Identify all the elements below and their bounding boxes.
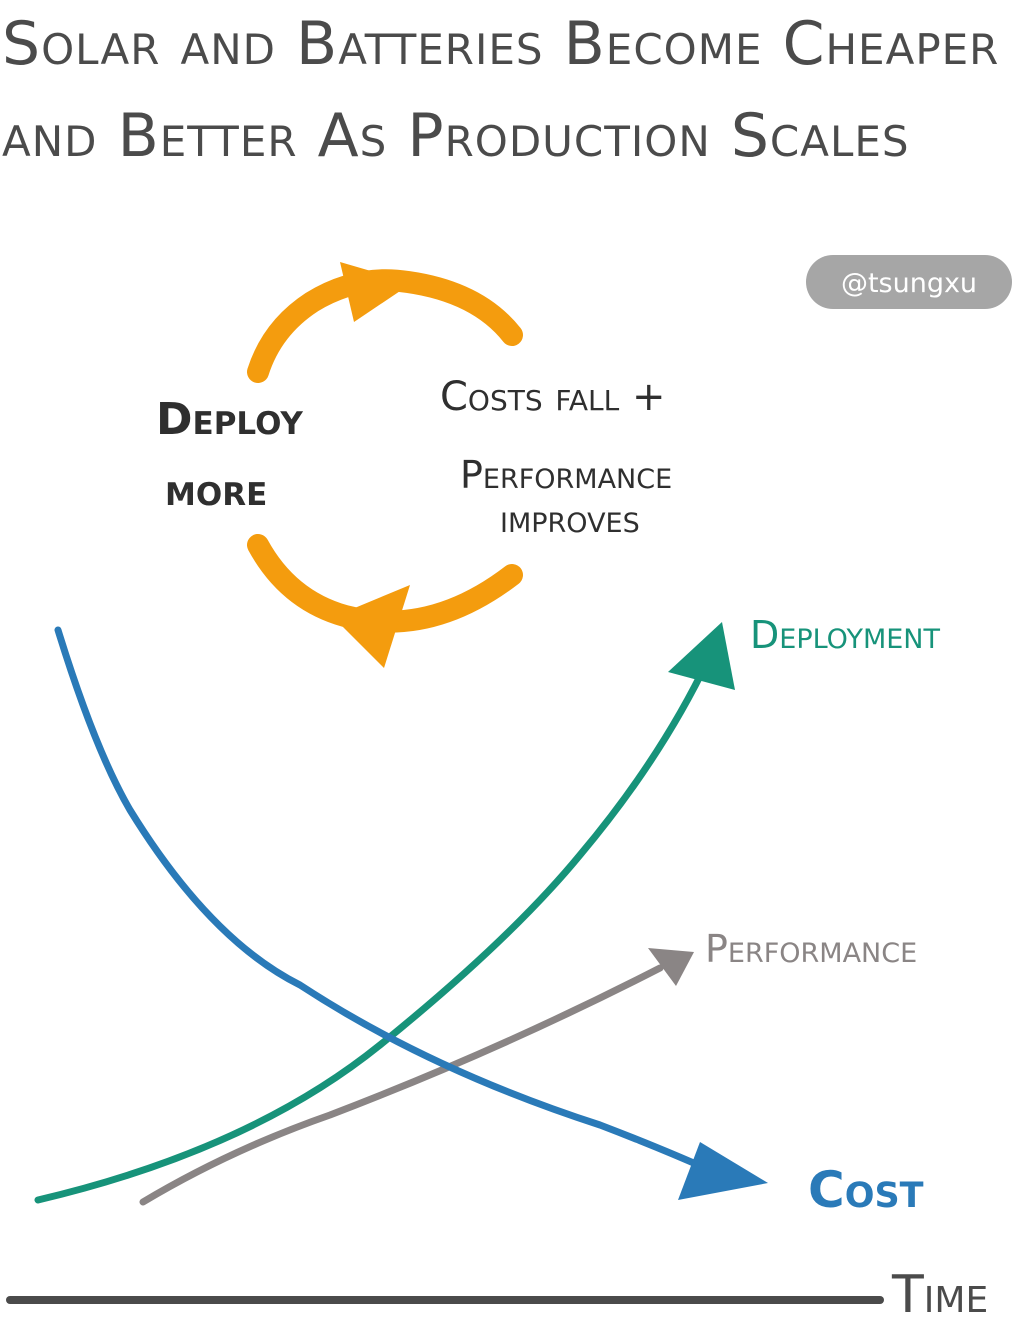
cost-line: [54, 626, 709, 1172]
cycle-bottom-arrow: [247, 534, 523, 668]
cycle-label-more: more: [165, 465, 267, 516]
time-axis-label: Time: [891, 1265, 988, 1325]
performance-curve: [139, 948, 694, 1206]
cycle-label-improves: improves: [500, 497, 640, 541]
cost-arrowhead: [678, 1142, 768, 1200]
performance-label: Performance: [705, 927, 917, 971]
cost-curve: [54, 626, 768, 1200]
title-line-1: Solar and Batteries Become Cheaper: [2, 9, 1000, 79]
cycle-label-performance: Performance: [460, 453, 672, 497]
watermark-badge: @tsungxu: [806, 255, 1012, 309]
cycle-top-arrow: [247, 262, 523, 383]
performance-line: [139, 964, 664, 1206]
deployment-curve: [34, 622, 735, 1204]
title-line-2: and Better As Production Scales: [2, 101, 910, 171]
cycle-bottom-arrowhead: [333, 585, 410, 668]
watermark-text: @tsungxu: [841, 268, 977, 299]
cycle-label-costs-fall: Costs fall +: [440, 374, 665, 420]
watermark-background: [806, 255, 1012, 309]
deployment-arrowhead: [668, 622, 735, 690]
cycle-top-arrowhead: [340, 262, 412, 322]
deployment-line: [34, 656, 712, 1204]
performance-arrowhead: [648, 948, 694, 986]
deployment-label: Deployment: [750, 613, 941, 657]
cost-label: Cost: [808, 1161, 924, 1219]
cycle-label-deploy: Deploy: [156, 394, 303, 445]
